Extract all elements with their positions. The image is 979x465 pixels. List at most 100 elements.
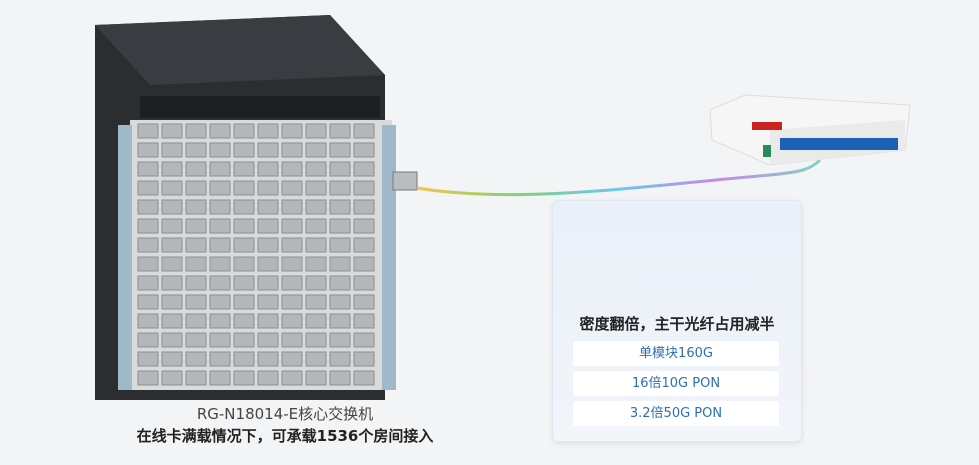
line-card-port: [329, 123, 351, 139]
line-card-port: [353, 180, 375, 196]
line-card-port: [209, 142, 231, 158]
line-card-port: [281, 313, 303, 329]
line-card-port: [305, 123, 327, 139]
line-card-port: [233, 237, 255, 253]
line-card-port: [305, 142, 327, 158]
panel-title: 密度翻倍，主干光纤占用减半: [579, 315, 775, 333]
line-card-port: [329, 180, 351, 196]
line-card-port: [281, 332, 303, 348]
line-card-port: [329, 161, 351, 177]
line-card-port: [281, 370, 303, 386]
line-card-port: [257, 161, 279, 177]
line-card-port: [137, 142, 159, 158]
line-card-port: [161, 332, 183, 348]
line-card-port: [305, 180, 327, 196]
line-card-port: [257, 237, 279, 253]
line-card-port: [233, 218, 255, 234]
line-card-port: [233, 332, 255, 348]
line-card-port: [209, 256, 231, 272]
line-card-port: [209, 313, 231, 329]
line-card-port: [161, 237, 183, 253]
line-card-port: [305, 332, 327, 348]
line-card-port: [185, 180, 207, 196]
line-card-port: [281, 351, 303, 367]
line-card-port: [185, 161, 207, 177]
line-card-port: [353, 351, 375, 367]
line-card-port: [281, 199, 303, 215]
line-card-port: [209, 199, 231, 215]
line-card-port: [137, 237, 159, 253]
line-card-port: [257, 142, 279, 158]
line-card-port: [233, 351, 255, 367]
line-card-port: [185, 123, 207, 139]
line-card-port: [233, 142, 255, 158]
line-card-port: [137, 256, 159, 272]
line-card-port: [185, 332, 207, 348]
line-card-port: [353, 123, 375, 139]
line-card-port: [137, 199, 159, 215]
line-card-port: [185, 294, 207, 310]
line-card-port: [353, 237, 375, 253]
line-card-port: [305, 199, 327, 215]
line-card-port: [353, 199, 375, 215]
feature-item: 16倍10G PON: [573, 371, 779, 396]
optical-splitter: [709, 94, 911, 166]
line-card-port: [329, 275, 351, 291]
line-card-port: [329, 332, 351, 348]
line-card-port: [185, 351, 207, 367]
line-card-port: [161, 123, 183, 139]
line-card-port: [209, 275, 231, 291]
line-card-port: [137, 313, 159, 329]
line-card-port: [281, 161, 303, 177]
line-card-port: [281, 180, 303, 196]
line-card-port: [353, 313, 375, 329]
line-card-port: [137, 123, 159, 139]
line-card-port: [209, 218, 231, 234]
line-card-port: [281, 142, 303, 158]
line-card-port: [329, 256, 351, 272]
line-card-port: [233, 313, 255, 329]
line-card-port: [329, 142, 351, 158]
line-card-port: [233, 256, 255, 272]
line-card-port: [329, 294, 351, 310]
transceiver-plugged: [392, 171, 418, 191]
line-card-port: [329, 199, 351, 215]
line-card-port: [185, 218, 207, 234]
line-card-port: [161, 294, 183, 310]
line-card-port: [161, 313, 183, 329]
feature-panel: 密度翻倍，主干光纤占用减半 单模块160G 16倍10G PON 3.2倍50G…: [552, 200, 802, 442]
line-card-port: [353, 256, 375, 272]
line-card-port: [209, 180, 231, 196]
line-card-port: [305, 351, 327, 367]
line-card-port: [329, 237, 351, 253]
line-card-port: [161, 370, 183, 386]
line-card-port: [185, 142, 207, 158]
line-card-port: [257, 123, 279, 139]
line-card-port: [209, 237, 231, 253]
line-card-port: [161, 142, 183, 158]
line-card-port: [233, 370, 255, 386]
line-card-port: [209, 332, 231, 348]
line-card-port: [353, 332, 375, 348]
line-card-port: [137, 161, 159, 177]
line-card-port: [257, 313, 279, 329]
line-card-port: [281, 256, 303, 272]
line-card-port: [305, 237, 327, 253]
line-card-port: [257, 332, 279, 348]
line-card-port: [137, 351, 159, 367]
line-card-port: [137, 180, 159, 196]
line-card-port: [161, 256, 183, 272]
line-card-port: [137, 370, 159, 386]
line-card-port: [233, 199, 255, 215]
line-card-port: [209, 161, 231, 177]
fiber-cable: [416, 158, 822, 197]
line-card-port: [137, 275, 159, 291]
line-card-port: [185, 313, 207, 329]
line-card-port: [353, 294, 375, 310]
line-card-port: [233, 123, 255, 139]
line-card-port: [209, 123, 231, 139]
line-card-port: [353, 370, 375, 386]
line-card-port: [305, 161, 327, 177]
line-card-port: [305, 370, 327, 386]
